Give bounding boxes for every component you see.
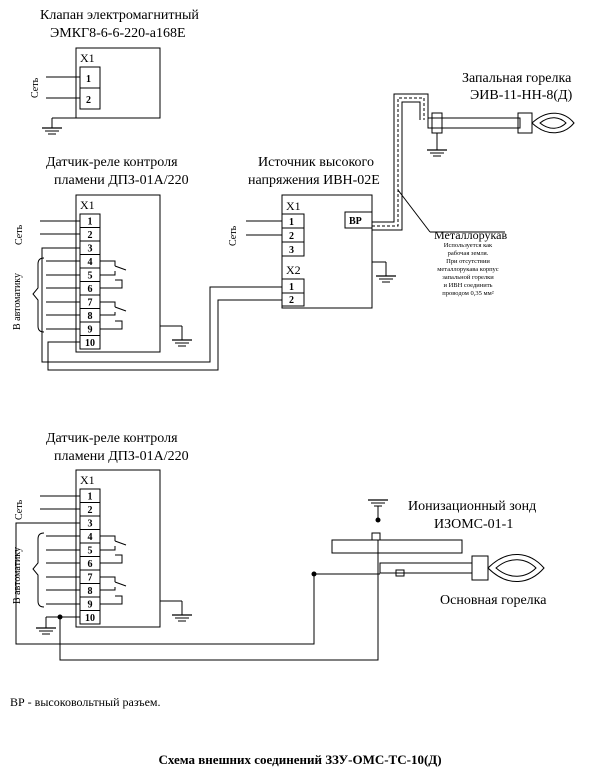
- metal-hose-title: Металлорукав: [434, 228, 507, 242]
- sensor-top-pin-5: 5: [88, 271, 93, 282]
- sensor-top-auto-label: В автоматику: [12, 273, 23, 330]
- metal-hose-note: Металлорукав Используется как рабочая зе…: [434, 228, 507, 297]
- sensor-top-pin-9: 9: [88, 325, 93, 336]
- valve-connector-label: X1: [80, 51, 95, 65]
- sensor-top-pin-6: 6: [88, 284, 93, 295]
- sensor-top-ground-icon: [172, 339, 192, 347]
- sensor-top-pin-8: 8: [88, 311, 93, 322]
- sensor-top-box: [75, 194, 161, 353]
- hv-x2-pin-2: 2: [289, 295, 294, 306]
- sensor-top-pin-7: 7: [88, 298, 93, 309]
- pilot-title-line1: Запальная горелка: [462, 71, 572, 86]
- sensor-top-title-line1: Датчик-реле контроля: [46, 155, 178, 170]
- hv-x1-pin-3: 3: [289, 245, 294, 256]
- probe-ground-icon: [368, 499, 388, 507]
- metal-hose-note-7: проводом 0,35 мм²: [442, 290, 493, 297]
- sensor-bottom-block: Датчик-реле контроля пламени ДПЗ-01А/220…: [12, 431, 379, 661]
- pilot-ground-icon: [427, 149, 447, 157]
- main-burner-title: Основная горелка: [440, 593, 547, 608]
- sensor-bottom-box: [75, 469, 161, 628]
- valve-ground-icon: [42, 127, 62, 135]
- hv-plug-box: [344, 211, 373, 229]
- valve-box: [75, 47, 161, 119]
- metal-hose-note-3: При отсутствии: [446, 258, 490, 265]
- metal-hose-note-4: металлорукава корпус: [437, 266, 499, 273]
- pilot-burner: Запальная горелка ЭИВ-11-НН-8(Д): [427, 71, 575, 157]
- main-flame-icon: [487, 554, 545, 582]
- sensor-top-pin-4: 4: [88, 257, 93, 268]
- footnote: ВР - высоковольтный разъем.: [10, 695, 161, 709]
- hv-cable: [372, 93, 505, 233]
- hv-plug-label: ВР: [349, 216, 362, 227]
- metal-hose-note-5: запальной горелки: [442, 274, 494, 281]
- sensor-bottom-pin-5: 5: [88, 546, 93, 557]
- metal-hose-note-1: Используется как: [444, 242, 493, 249]
- sensor-bottom-pin-10: 10: [85, 613, 95, 624]
- valve-pin-2: 2: [86, 95, 91, 106]
- probe-title-line2: ИЗОМС-01-1: [434, 517, 513, 532]
- sensor-bottom-brace: [32, 532, 45, 608]
- hv-network-label: Сеть: [228, 225, 239, 246]
- sensor-top-title-line2: пламени ДПЗ-01А/220: [54, 173, 189, 188]
- sensor-top-relay-contacts: [100, 260, 127, 330]
- valve-network-label: Сеть: [30, 77, 41, 98]
- sensor-bottom-pin-6: 6: [88, 559, 93, 570]
- sensor-bottom-pin-2: 2: [88, 505, 93, 516]
- sensor-top-pin-2: 2: [88, 230, 93, 241]
- hv-ground-icon: [376, 275, 396, 283]
- pilot-flame-icon: [531, 112, 575, 134]
- sensor-top-pin-1: 1: [88, 217, 93, 228]
- sensor-top-brace: [32, 257, 45, 333]
- probe-tube: [331, 539, 463, 554]
- sensor-bottom-pin-8: 8: [88, 586, 93, 597]
- valve-title-line2: ЭМКГ8-6-6-220-а168Е: [50, 26, 186, 41]
- sensor-bottom-connector-label: X1: [80, 473, 95, 487]
- sensor-bottom-title-line2: пламени ДПЗ-01А/220: [54, 449, 189, 464]
- sensor-bottom-pin-4: 4: [88, 532, 93, 543]
- sensor-bottom-ground-icon-2: [36, 627, 56, 635]
- sensor-bottom-pin-9: 9: [88, 600, 93, 611]
- hv-connector-x1: X1: [286, 199, 301, 213]
- main-burner-tube: [379, 562, 473, 574]
- sensor-bottom-relay-contacts: [100, 535, 127, 605]
- sensor-bottom-ground-icon: [172, 614, 192, 622]
- sensor-bottom-pin-7: 7: [88, 573, 93, 584]
- hv-x2-pin-1: 1: [289, 282, 294, 293]
- valve-block: Клапан электромагнитный ЭМКГ8-6-6-220-а1…: [30, 8, 199, 135]
- metal-hose-note-2: рабочая земля.: [448, 250, 489, 257]
- hv-title-line2: напряжения ИВН-02Е: [248, 173, 380, 188]
- hv-connector-x2: X2: [286, 263, 301, 277]
- sensor-bottom-auto-label: В автоматику: [12, 547, 23, 604]
- sensor-top-network-label: Сеть: [14, 224, 25, 245]
- sensor-top-pin-3: 3: [88, 244, 93, 255]
- probe-and-burner: Ионизационный зонд ИЗОМС-01-1 Основная г…: [311, 499, 547, 608]
- diagram-caption: Схема внешних соединений ЗЗУ-ОМС-ТС-10(Д…: [158, 752, 441, 767]
- metal-hose-leader: [397, 189, 431, 233]
- hv-x1-pin-1: 1: [289, 217, 294, 228]
- probe-title-line1: Ионизационный зонд: [408, 499, 536, 514]
- metal-hose-note-6: и ИВН соединить: [443, 282, 492, 289]
- pilot-burner-tube: [427, 117, 521, 129]
- sensor-bottom-pin-3: 3: [88, 519, 93, 530]
- sensor-top-block: Датчик-реле контроля пламени ДПЗ-01А/220…: [12, 155, 282, 371]
- sensor-bottom-title-line1: Датчик-реле контроля: [46, 431, 178, 446]
- valve-title-line1: Клапан электромагнитный: [40, 8, 199, 23]
- hv-title-line1: Источник высокого: [258, 155, 374, 170]
- sensor-bottom-network-label: Сеть: [14, 499, 25, 520]
- probe-junction: [375, 517, 381, 523]
- pilot-title-line2: ЭИВ-11-НН-8(Д): [470, 88, 573, 103]
- hv-source-block: Источник высокого напряжения ИВН-02Е X1 …: [228, 155, 396, 309]
- sensor-top-connector-label: X1: [80, 198, 95, 212]
- hv-x1-pin-2: 2: [289, 231, 294, 242]
- valve-pin-1: 1: [86, 74, 91, 85]
- sensor-bottom-pin-1: 1: [88, 492, 93, 503]
- sensor-top-pin-10: 10: [85, 338, 95, 349]
